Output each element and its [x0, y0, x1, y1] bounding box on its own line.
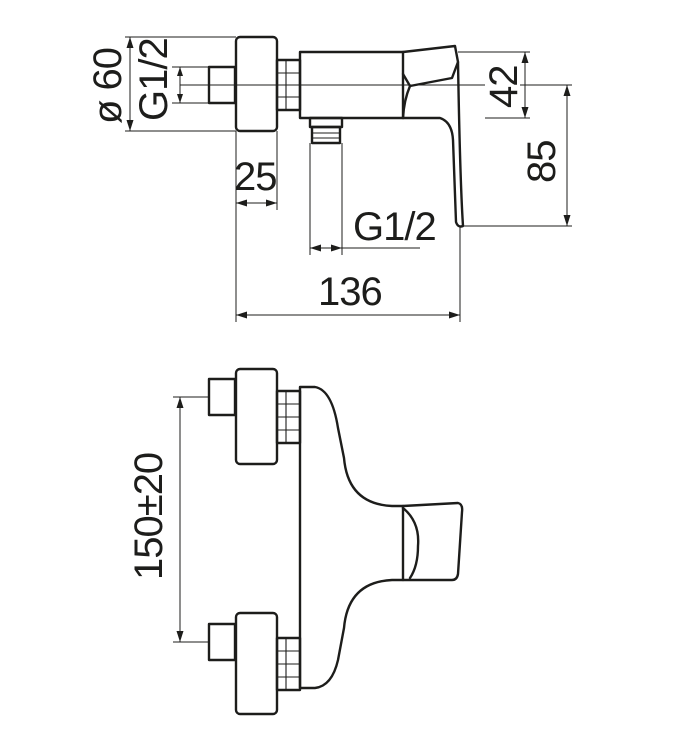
dim-center-distance [173, 396, 209, 643]
dim-height-85 [463, 84, 572, 227]
front-lever [401, 501, 464, 582]
dim-diameter-60 [125, 36, 236, 132]
height-85-label: 85 [520, 141, 564, 184]
front-body [298, 385, 405, 690]
depth-25-label: 25 [234, 155, 277, 199]
dim-length-136 [235, 210, 461, 322]
front-bottom-connection [207, 611, 302, 716]
side-escutcheon [234, 35, 279, 133]
center-distance-label: 150±20 [127, 453, 171, 580]
length-136-label: 136 [318, 270, 382, 314]
side-lever-notch [401, 84, 412, 120]
dim-inlet-thread [172, 66, 209, 104]
dim-height-42 [458, 51, 530, 119]
dim-depth-25 [235, 131, 278, 210]
side-outlet [308, 116, 344, 145]
thread-inlet-label: G1/2 [132, 38, 176, 121]
side-lever-top [401, 44, 460, 88]
dim-outlet-thread [309, 143, 420, 255]
front-top-connection [207, 367, 302, 466]
front-lever-inner [401, 506, 420, 580]
height-42-label: 42 [482, 66, 526, 109]
front-view: 150±20 [127, 367, 464, 716]
diameter-label: ø 60 [86, 48, 130, 124]
side-view: ø 60 G1/2 42 85 [86, 35, 572, 322]
thread-outlet-label: G1/2 [353, 205, 436, 249]
